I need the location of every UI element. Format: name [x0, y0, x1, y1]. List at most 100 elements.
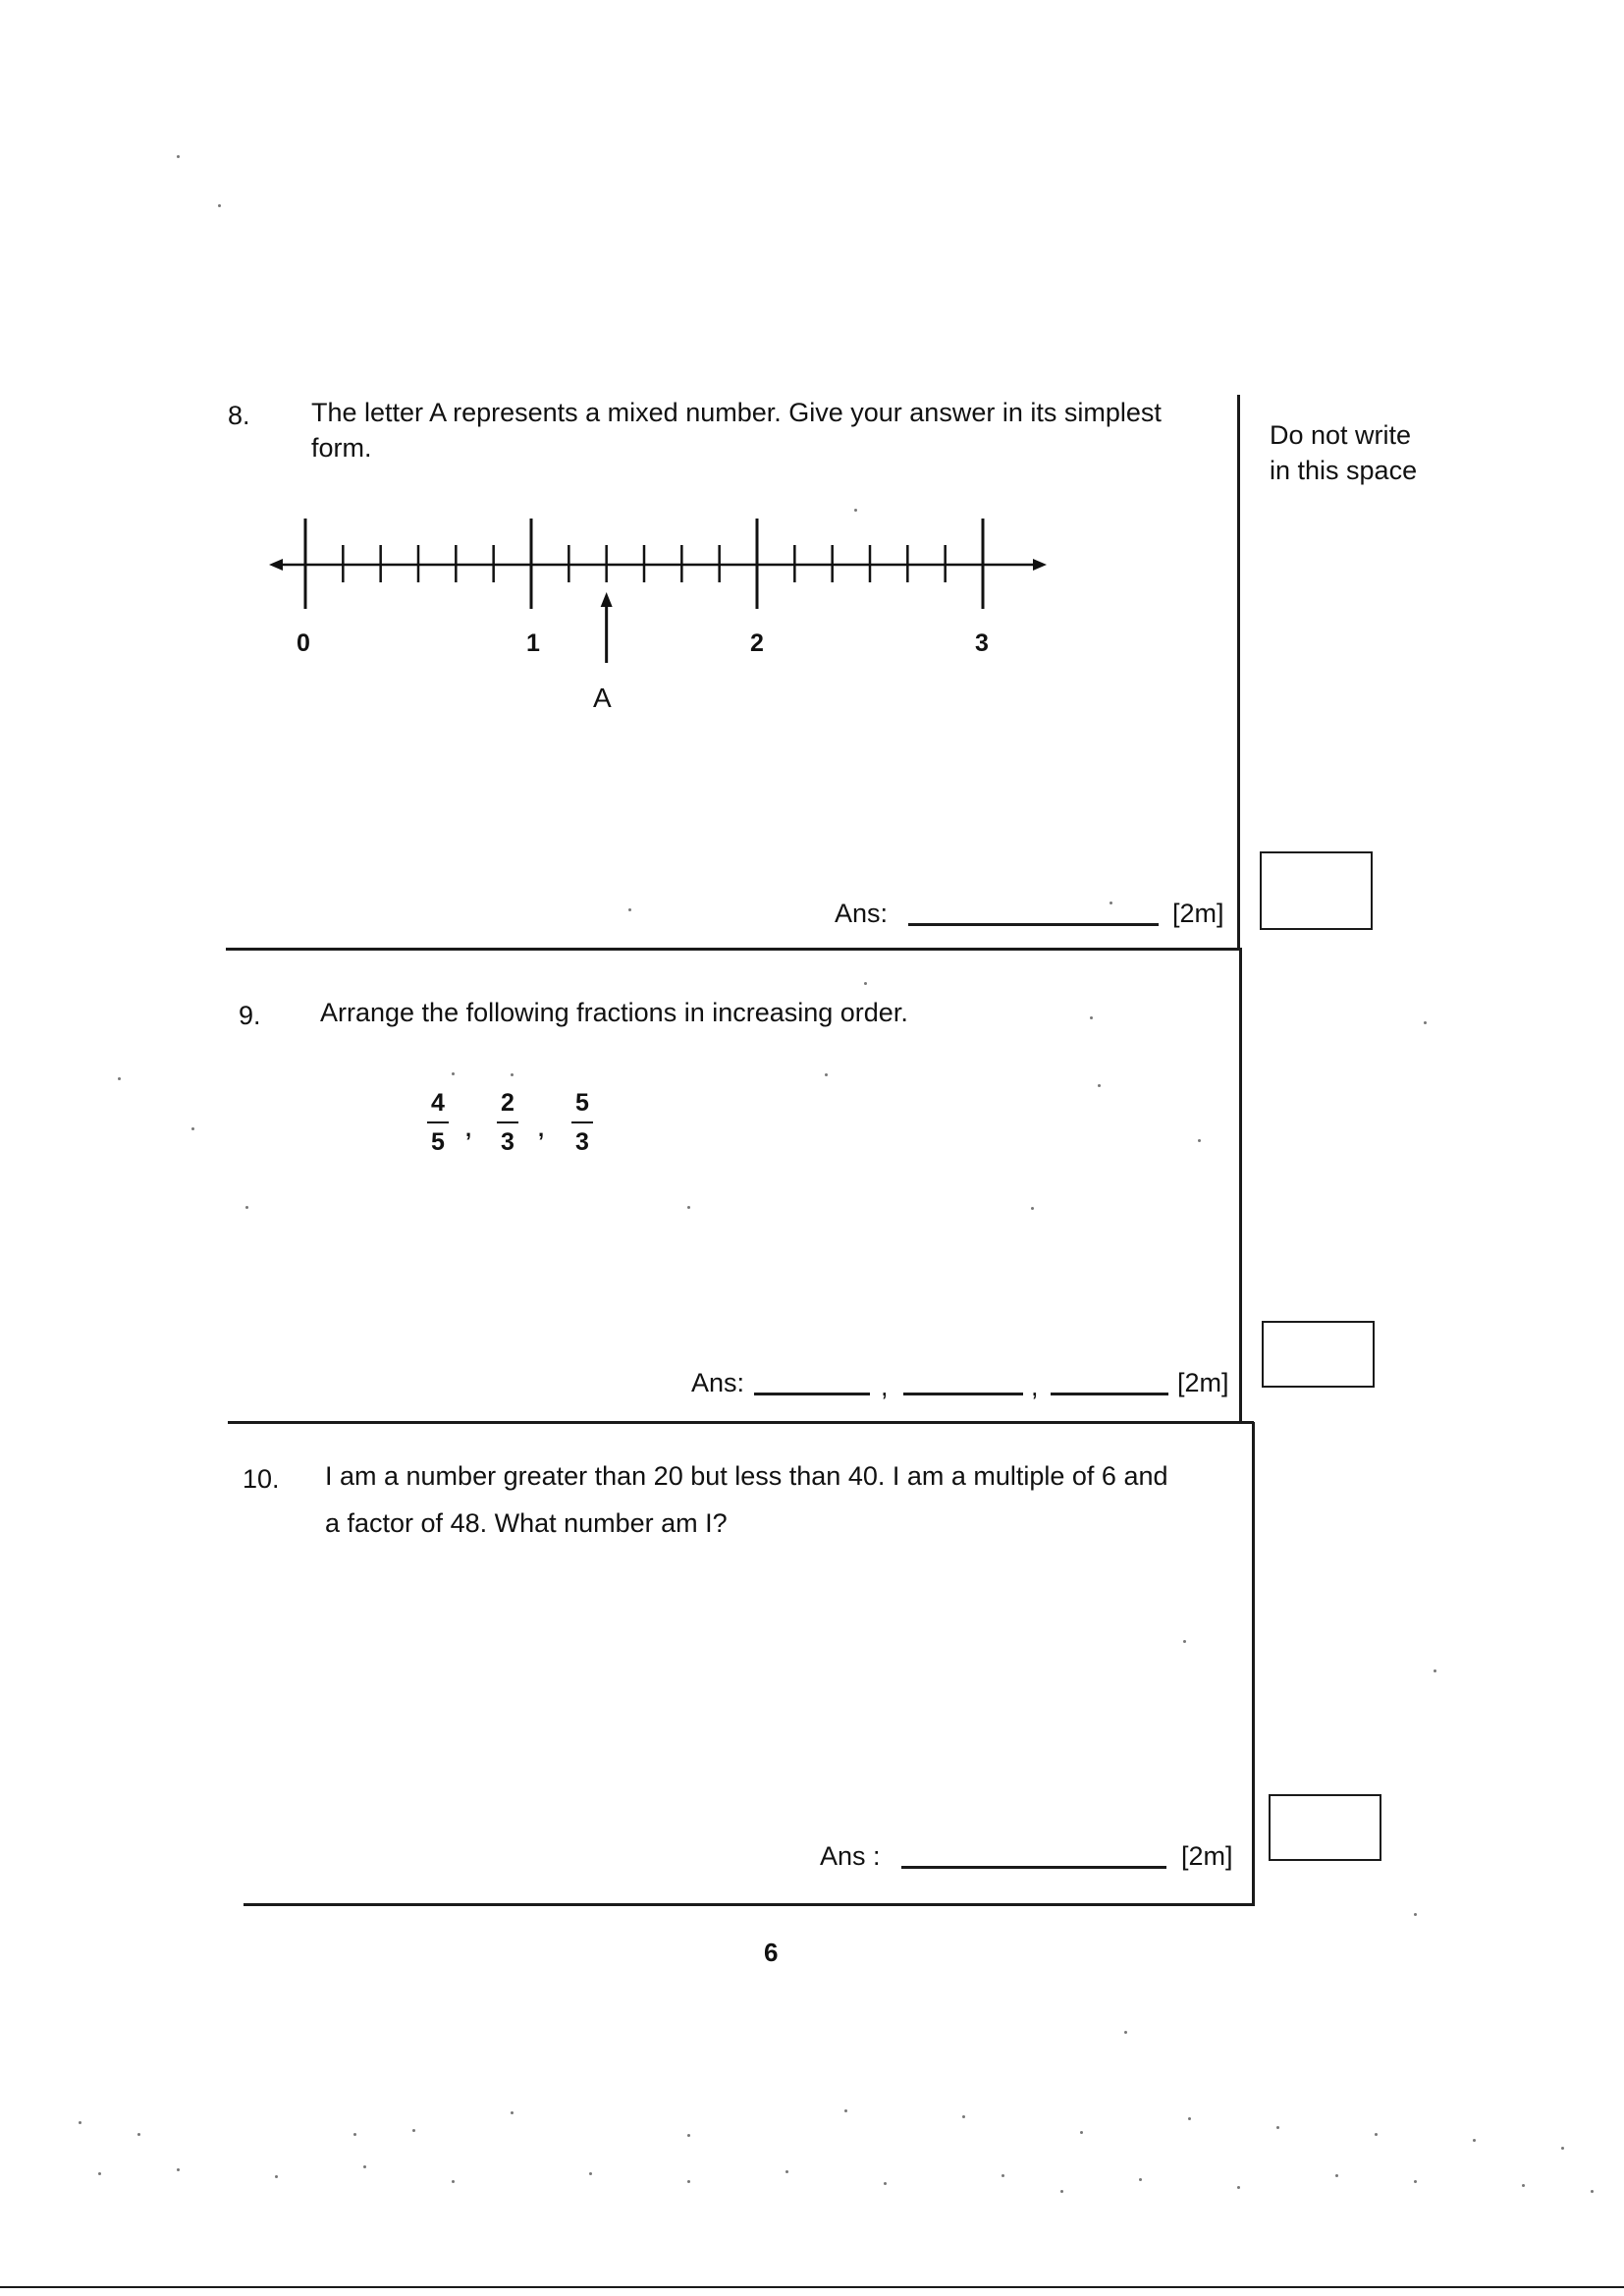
number-line-label-2: 2	[750, 629, 764, 657]
fraction-1-bar	[427, 1121, 449, 1123]
q9-answer-line-3[interactable]	[1051, 1393, 1168, 1395]
scan-speck	[363, 2165, 366, 2168]
scan-speck	[1335, 2174, 1338, 2177]
scan-speck	[687, 2134, 690, 2137]
scan-speck	[1375, 2133, 1378, 2136]
scan-speck	[412, 2129, 415, 2132]
fraction-2-denominator: 3	[501, 1128, 514, 1156]
q9-ans-separator-1: ,	[881, 1372, 889, 1401]
separator-q8-q9	[226, 948, 1241, 951]
q10-question-line2: a factor of 48. What number am I?	[325, 1508, 728, 1538]
scan-speck	[1098, 1084, 1101, 1087]
scan-speck	[191, 1127, 194, 1130]
axis-left-arrowhead	[269, 559, 283, 571]
scan-speck	[1276, 2126, 1279, 2129]
axis-right-arrowhead	[1033, 559, 1047, 571]
scan-speck	[1124, 2031, 1127, 2034]
scan-speck	[589, 2172, 592, 2175]
scan-speck	[1434, 1669, 1436, 1672]
margin-note-line2: in this space	[1270, 456, 1418, 485]
q10-mark-box[interactable]	[1269, 1794, 1381, 1861]
scan-speck	[1561, 2147, 1564, 2150]
q9-answer-line-1[interactable]	[754, 1393, 870, 1395]
q10-answer-line[interactable]	[901, 1866, 1166, 1869]
scan-speck	[79, 2121, 81, 2124]
q10-question-line1: I am a number greater than 20 but less t…	[325, 1461, 1168, 1491]
separator-q9-q10	[228, 1421, 1254, 1424]
scan-speck	[1414, 1913, 1417, 1916]
q8-number: 8.	[228, 401, 250, 430]
fraction-separator-2: ,	[538, 1117, 545, 1141]
fraction-1-numerator: 4	[431, 1089, 445, 1117]
q10-marks: [2m]	[1181, 1841, 1233, 1871]
scan-speck	[1522, 2184, 1525, 2187]
fraction-3: 5 3	[563, 1088, 602, 1157]
scan-speck	[1139, 2178, 1142, 2181]
scan-speck	[177, 155, 180, 158]
scan-speck	[854, 509, 857, 512]
scan-speck	[1080, 2131, 1083, 2134]
scan-speck	[1031, 1207, 1034, 1210]
q8-question-line1: The letter A represents a mixed number. …	[311, 398, 1162, 427]
fraction-2-bar	[497, 1121, 518, 1123]
q10-number: 10.	[243, 1464, 280, 1494]
fraction-separator-1: ,	[465, 1117, 472, 1141]
scan-speck	[884, 2182, 887, 2185]
page-number: 6	[764, 1938, 779, 1967]
scan-speck	[1237, 2186, 1240, 2189]
number-line-label-3: 3	[975, 629, 989, 657]
scan-speck	[628, 908, 631, 911]
scan-speck	[118, 1077, 121, 1080]
q9-ans-label: Ans:	[691, 1368, 745, 1397]
q8-ans-label: Ans:	[835, 899, 889, 928]
margin-divider-middle	[1239, 948, 1242, 1424]
q9-question-text: Arrange the following fractions in incre…	[320, 998, 908, 1027]
q8-answer-line[interactable]	[908, 923, 1159, 926]
scan-speck	[1591, 2190, 1594, 2193]
fraction-2-numerator: 2	[501, 1089, 514, 1117]
number-line-label-0: 0	[297, 629, 310, 657]
scan-speck	[218, 204, 221, 207]
scan-speck	[275, 2175, 278, 2178]
fraction-3-numerator: 5	[575, 1089, 589, 1117]
scan-speck	[511, 1073, 514, 1076]
page-bottom-rule	[0, 2286, 1624, 2288]
scan-speck	[1090, 1016, 1093, 1019]
scan-speck	[1473, 2139, 1476, 2142]
scan-speck	[353, 2133, 356, 2136]
scan-speck	[687, 1206, 690, 1209]
fraction-3-bar	[571, 1121, 593, 1123]
scan-speck	[1183, 1640, 1186, 1643]
q9-number: 9.	[239, 1001, 261, 1030]
pointer-arrowhead	[600, 592, 613, 607]
scan-speck	[245, 1206, 248, 1209]
separator-q10-bottom	[244, 1903, 1255, 1906]
margin-divider-bottom	[1252, 1422, 1255, 1905]
q9-answer-line-2[interactable]	[903, 1393, 1023, 1395]
scan-speck	[1424, 1021, 1427, 1024]
scan-speck	[825, 1073, 828, 1076]
q8-mark-box[interactable]	[1260, 851, 1373, 930]
scan-speck	[785, 2170, 788, 2173]
pointer-label-a: A	[593, 683, 612, 713]
q10-ans-label: Ans :	[820, 1841, 881, 1871]
scan-speck	[1001, 2174, 1004, 2177]
q8-number-line	[269, 519, 1047, 663]
q9-mark-box[interactable]	[1262, 1321, 1375, 1388]
scan-speck	[844, 2109, 847, 2112]
fraction-1-denominator: 5	[431, 1128, 445, 1156]
scan-speck	[511, 2111, 514, 2114]
scan-speck	[1198, 1139, 1201, 1142]
scan-speck	[962, 2115, 965, 2118]
scan-speck	[98, 2172, 101, 2175]
scan-speck	[452, 2180, 455, 2183]
scan-speck	[1110, 902, 1112, 904]
scan-speck	[1060, 2190, 1063, 2193]
q9-marks: [2m]	[1177, 1368, 1229, 1397]
scan-speck	[177, 2168, 180, 2171]
q9-ans-separator-2: ,	[1031, 1372, 1039, 1401]
scan-speck	[137, 2133, 140, 2136]
fraction-1: 4 5	[418, 1088, 458, 1157]
fraction-2: 2 3	[488, 1088, 527, 1157]
number-line-label-1: 1	[526, 629, 540, 657]
